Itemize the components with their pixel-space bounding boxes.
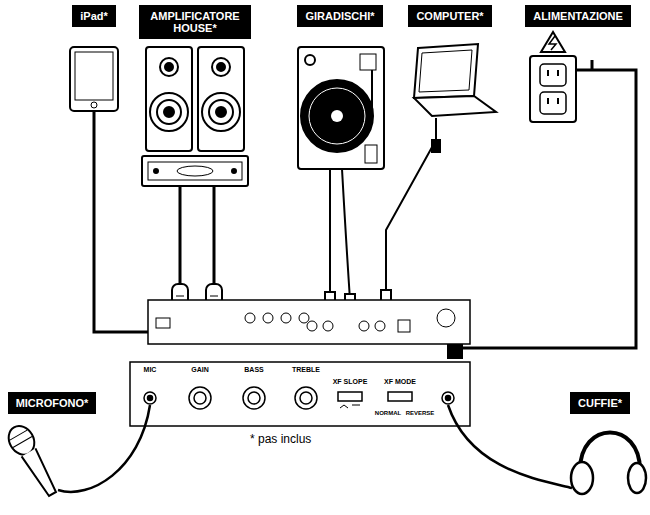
device-label-box: CUFFIE* [570, 392, 630, 414]
device-label-box: ALIMENTAZIONE [525, 5, 631, 27]
panel-label: GAIN [191, 366, 209, 373]
device-label-box: iPad* [72, 5, 116, 27]
panel-label: TREBLE [292, 366, 320, 373]
device-label-box: COMPUTER* [408, 5, 491, 27]
device-label: GIRADISCHI* [305, 10, 374, 22]
panel-label: MIC [144, 366, 157, 373]
device-label-box: AMPLIFICATORE HOUSE* [139, 5, 251, 39]
device-label: MICROFONO* [16, 397, 89, 409]
panel-label: REVERSE [406, 410, 435, 416]
panel-label: XF SLOPE [333, 378, 368, 385]
panel-label: NORMAL [375, 410, 401, 416]
device-label: ALIMENTAZIONE [533, 10, 623, 22]
device-label-box: MICROFONO* [8, 392, 97, 414]
device-label: COMPUTER* [416, 10, 483, 22]
footnote: * pas inclus [250, 432, 311, 446]
panel-label: BASS [244, 366, 263, 373]
panel-label: XF MODE [384, 378, 416, 385]
device-label: AMPLIFICATORE HOUSE* [147, 10, 243, 34]
device-label: iPad* [80, 10, 108, 22]
device-label-box: GIRADISCHI* [297, 5, 382, 27]
device-label: CUFFIE* [578, 397, 622, 409]
